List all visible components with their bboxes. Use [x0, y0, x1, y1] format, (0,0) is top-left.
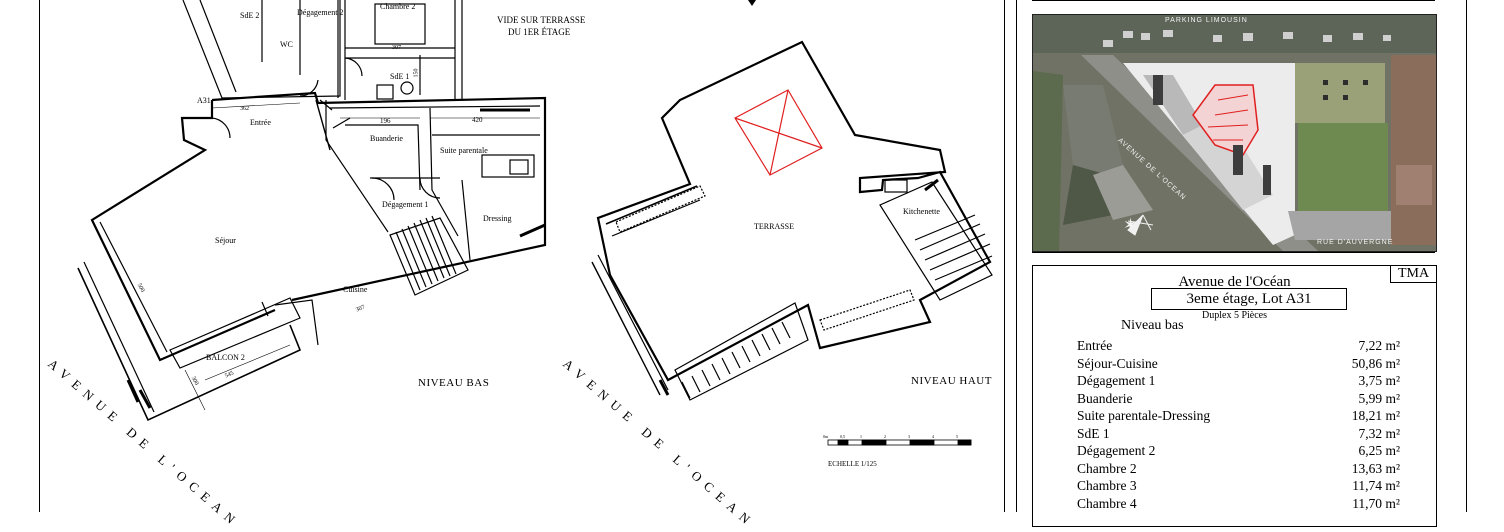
room-label-degagement2: Dégagement 2 [297, 8, 344, 17]
area-row: Chambre 3 11,74 m² [1077, 478, 1400, 495]
area-row: Chambre 4 11,70 m² [1077, 496, 1400, 513]
scale-tick-4: 4 [932, 434, 934, 439]
room-label-terrasse: TERRASSE [754, 222, 795, 231]
scale-tick-3: 3 [908, 434, 910, 439]
area-row: Entrée 7,22 m² [1077, 338, 1400, 355]
dimension-label: 150 [413, 68, 420, 78]
legend-type: Duplex 5 Pièces [1202, 310, 1267, 321]
dimension-label: 362 [240, 106, 249, 112]
frame-left [39, 0, 40, 512]
area-row-name: Suite parentale-Dressing [1077, 408, 1211, 423]
dimension-label: 307 [392, 45, 401, 51]
dimension-label: 196 [380, 117, 391, 125]
area-row-value: 7,22 m² [1358, 338, 1400, 353]
room-label-kitchenette: Kitchenette [903, 207, 940, 216]
room-label-dressing: Dressing [483, 214, 512, 223]
legend-niveau: Niveau bas [1121, 318, 1184, 333]
area-row-name: Dégagement 2 [1077, 443, 1156, 458]
compass-rose-icon: ✶ [1123, 215, 1140, 235]
area-row-value: 50,86 m² [1351, 355, 1400, 371]
area-row-value: 7,32 m² [1358, 425, 1400, 441]
scale-tick-0: 0m [823, 434, 829, 439]
vide-terrasse-line2: DU 1ER ÉTAGE [508, 27, 571, 37]
room-label-chambre2: Chambre 2 [380, 2, 416, 11]
scale-tick-05: 0,5 [840, 434, 845, 439]
scale-tick-1: 1 [860, 434, 862, 439]
area-row-name: Chambre 4 [1077, 495, 1137, 511]
area-row-name: Chambre 2 [1077, 460, 1137, 476]
area-row-name: Dégagement 1 [1077, 373, 1156, 388]
legend-subtitle: 3eme étage, Lot A31 [1151, 288, 1347, 310]
scale-label: ECHELLE 1/125 [828, 460, 877, 468]
area-row-name: Buanderie [1077, 390, 1133, 406]
dimension-label: 420 [472, 116, 483, 124]
room-label-cuisine: Cuisine [343, 285, 368, 294]
area-row-value: 13,63 m² [1351, 460, 1400, 476]
niveau-bas-label: NIVEAU BAS [418, 377, 490, 389]
area-row-value: 11,70 m² [1352, 495, 1400, 511]
area-row-value: 18,21 m² [1351, 408, 1400, 423]
room-label-balcon2: BALCON 2 [206, 353, 245, 362]
scale-tick-2: 2 [884, 434, 886, 439]
aerial-map-drawing [1033, 15, 1436, 251]
area-row-name: Séjour-Cuisine [1077, 355, 1158, 371]
area-row-name: SdE 1 [1077, 425, 1110, 441]
room-label-entree: Entrée [250, 118, 271, 127]
room-label-a31: A31 [197, 96, 211, 105]
frame-divider-left [1004, 0, 1005, 512]
room-label-sejour: Séjour [215, 236, 236, 245]
area-row-value: 11,74 m² [1352, 478, 1400, 493]
frame-divider-right [1016, 0, 1017, 512]
room-label-suite: Suite parentale [440, 146, 488, 155]
niveau-haut-label: NIVEAU HAUT [911, 375, 992, 387]
area-row: Buanderie 5,99 m² [1077, 391, 1400, 408]
room-label-sde1: SdE 1 [390, 72, 410, 81]
area-row: Chambre 2 13,63 m² [1077, 461, 1400, 478]
legend-title: Avenue de l'Océan [1178, 274, 1291, 290]
area-row-value: 5,99 m² [1358, 390, 1400, 406]
room-label-sde2: SdE 2 [240, 11, 260, 20]
legend-tag: TMA [1390, 266, 1437, 283]
area-row: SdE 1 7,32 m² [1077, 426, 1400, 443]
area-row: Dégagement 1 3,75 m² [1077, 373, 1400, 390]
room-label-degagement1: Dégagement 1 [382, 200, 429, 209]
area-row: Dégagement 2 6,25 m² [1077, 443, 1400, 460]
area-row-name: Chambre 3 [1077, 478, 1137, 493]
map-label-rue: RUE D'AUVERGNE [1317, 239, 1394, 246]
area-row: Suite parentale-Dressing 18,21 m² [1077, 408, 1400, 425]
floor-plan-drawing [77, 0, 993, 446]
area-legend: TMA Avenue de l'Océan 3eme étage, Lot A3… [1032, 265, 1437, 527]
area-row-name: Entrée [1077, 338, 1113, 353]
map-label-parking: PARKING LIMOUSIN [1165, 17, 1248, 24]
area-row: Séjour-Cuisine 50,86 m² [1077, 356, 1400, 373]
room-label-wc: WC [280, 40, 293, 49]
map-bottom-rule [1032, 252, 1435, 253]
room-label-buanderie: Buanderie [370, 134, 403, 143]
area-row-value: 3,75 m² [1358, 373, 1400, 388]
frame-top-rule [1032, 0, 1435, 1]
vide-terrasse-line1: VIDE SUR TERRASSE [497, 15, 586, 25]
frame-right [1466, 0, 1467, 512]
area-row-value: 6,25 m² [1358, 443, 1400, 458]
scale-tick-5: 5 [956, 434, 958, 439]
site-aerial-map: PARKING LIMOUSIN AVENUE DE L'OCEAN RUE D… [1032, 14, 1437, 252]
